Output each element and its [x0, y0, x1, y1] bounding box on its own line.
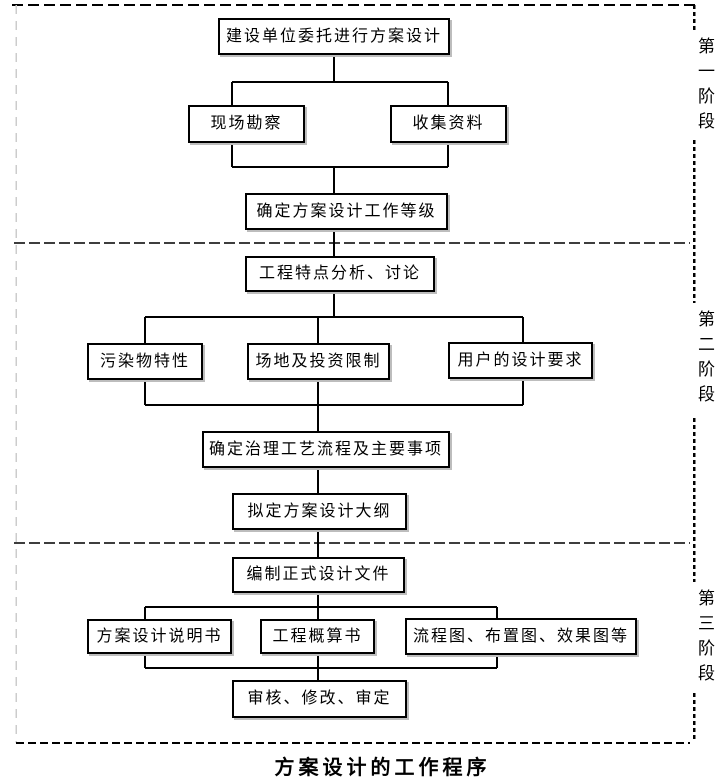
flow-node-pollutant: 污染物特性: [87, 343, 203, 380]
flow-node-entrust: 建设单位委托进行方案设计: [218, 18, 450, 55]
flow-node-analyze: 工程特点分析、讨论: [245, 256, 435, 292]
flow-node-user-req: 用户的设计要求: [448, 342, 593, 379]
flow-node-outline: 拟定方案设计大纲: [232, 493, 407, 530]
flow-node-site: 场地及投资限制: [247, 343, 390, 380]
stage-label-2: 第二阶段: [693, 310, 715, 410]
flow-node-formal: 编制正式设计文件: [232, 557, 405, 593]
stage-label-3: 第三阶段: [693, 589, 715, 689]
flow-node-spec: 方案设计说明书: [87, 619, 232, 654]
flow-node-grade: 确定方案设计工作等级: [245, 193, 448, 230]
stage-label-1: 第一阶段: [693, 37, 715, 137]
flow-node-drawings: 流程图、布置图、效果图等: [405, 618, 637, 655]
diagram-caption: 方案设计的工作程序: [274, 757, 491, 778]
flow-node-process: 确定治理工艺流程及主要事项: [202, 431, 450, 468]
flow-node-estimate: 工程概算书: [260, 619, 375, 654]
flow-node-collect: 收集资料: [390, 105, 507, 143]
flow-node-review: 审核、修改、审定: [232, 680, 407, 718]
flow-node-survey: 现场勘察: [188, 105, 305, 143]
